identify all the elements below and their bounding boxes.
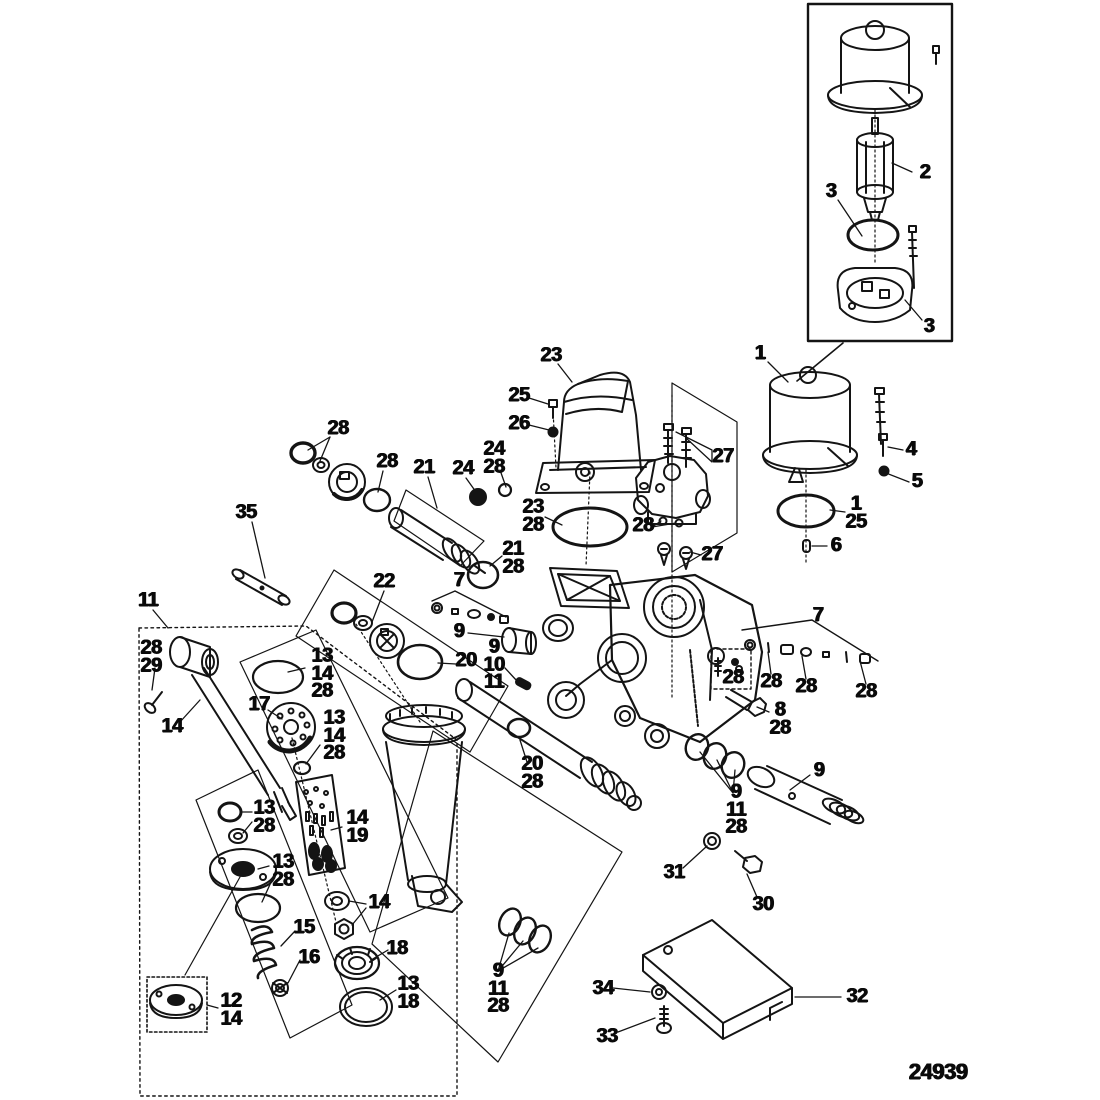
pump-rebuild-kit	[251, 659, 393, 1027]
pump-assembly	[633, 423, 711, 570]
motor-assembly	[762, 366, 890, 553]
pin-35	[231, 568, 291, 606]
cylinder-cap-group	[330, 601, 405, 659]
release-valve-parts	[431, 602, 871, 677]
motor-detail-inset	[827, 20, 940, 323]
panel-outlines	[138, 2, 954, 1097]
trim-rod-upper	[289, 441, 500, 590]
reservoir-cover	[469, 371, 656, 548]
centerlines	[291, 109, 876, 923]
cylinder-body	[382, 704, 466, 913]
drawing-number: 24939	[908, 1059, 968, 1084]
cylinder-rod-group	[396, 627, 642, 811]
oring-set-left	[497, 907, 553, 954]
lower-right-group	[642, 733, 865, 1040]
trim-cylinder-kit	[143, 636, 297, 1019]
manifold-body	[542, 567, 767, 749]
